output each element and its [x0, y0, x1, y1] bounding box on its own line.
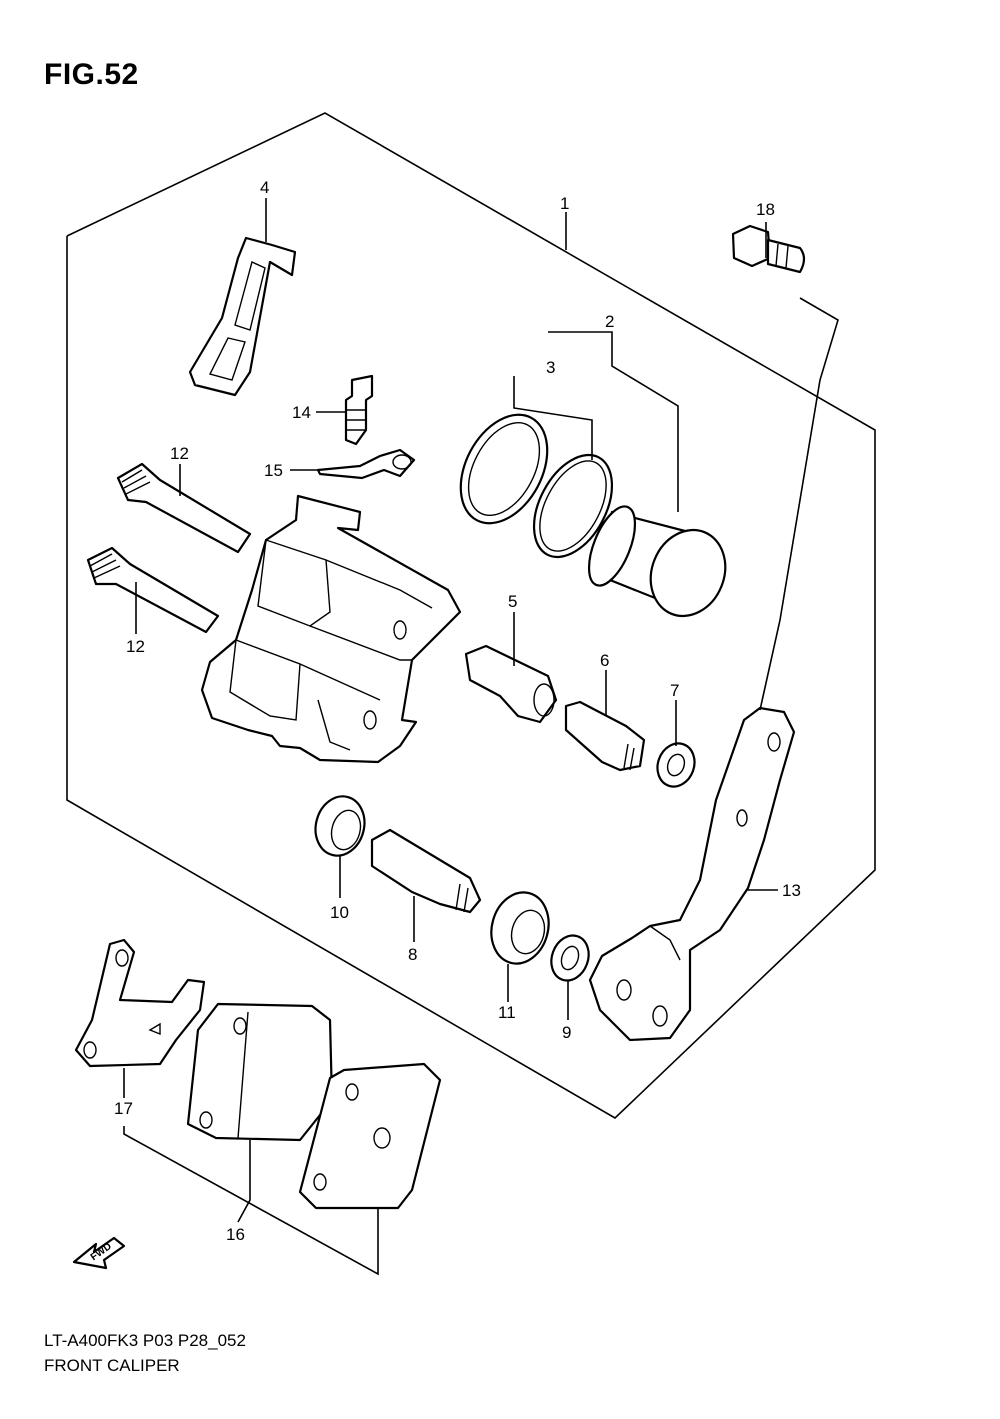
callout-6: 6	[600, 651, 609, 670]
pad-spring-part	[188, 236, 297, 397]
callout-17: 17	[114, 1099, 133, 1118]
callout-18: 18	[756, 200, 775, 219]
brake-pad-outer-part	[298, 1062, 442, 1210]
forward-arrow-icon: FWD	[72, 1236, 126, 1270]
brake-pad-inner-part	[186, 1002, 334, 1142]
piston-seal-part	[459, 413, 549, 525]
figure-caption: FRONT CALIPER	[44, 1356, 180, 1375]
callout-2: 2	[605, 312, 614, 331]
callout-5: 5	[508, 592, 517, 611]
callout-1: 1	[560, 194, 569, 213]
slide-pin-lower-part	[86, 546, 220, 634]
boot-upper-part	[314, 795, 366, 857]
callout-7: 7	[670, 681, 679, 700]
figure-title: FIG.52	[44, 58, 139, 91]
callout-12-lower: 12	[126, 637, 145, 656]
callout-11: 11	[498, 1003, 516, 1022]
callout-3: 3	[546, 358, 555, 377]
boot-lower-part	[490, 891, 550, 965]
dust-seal-part	[532, 453, 614, 559]
callout-16: 16	[226, 1225, 245, 1244]
callout-13: 13	[782, 881, 801, 900]
caliper-body-part	[200, 494, 462, 764]
model-code: LT-A400FK3 P03 P28_052	[44, 1331, 246, 1350]
washer-lower-part	[550, 934, 590, 982]
callout-4: 4	[260, 178, 269, 197]
callout-15: 15	[264, 461, 283, 480]
caliper-bracket-part	[588, 706, 796, 1042]
sleeve-part	[464, 644, 558, 724]
bolt-part	[731, 224, 806, 274]
callout-numbers: 1 2 3 4 5 6 7 8 9 10 11 12 12 13 14 15 1…	[114, 178, 801, 1244]
callout-8: 8	[408, 945, 417, 964]
callout-12-upper: 12	[170, 444, 189, 463]
piston-part	[587, 505, 727, 618]
bleeder-valve-part	[344, 374, 374, 446]
pad-shim-part	[74, 938, 206, 1068]
callout-10: 10	[330, 903, 349, 922]
assembly-outline	[66, 112, 876, 1119]
bleeder-cap-part	[316, 448, 416, 480]
slide-pin-upper-part	[116, 462, 252, 554]
callout-14: 14	[292, 403, 311, 422]
washer-upper-part	[656, 742, 696, 788]
callout-9: 9	[562, 1023, 571, 1042]
slide-pin-part	[370, 828, 482, 914]
pin-part	[564, 700, 646, 772]
leader-lines	[123, 198, 839, 1276]
